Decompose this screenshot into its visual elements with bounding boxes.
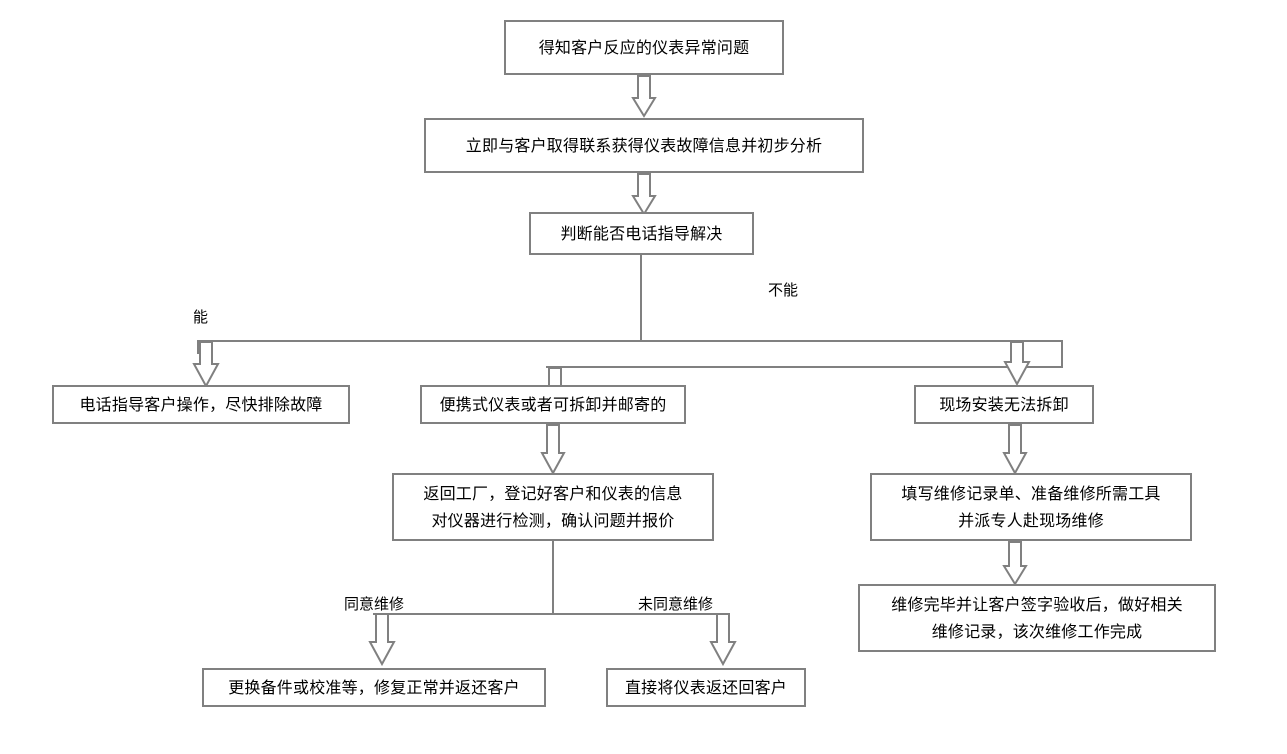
connector-left-branch-stem (197, 340, 199, 354)
node-factory-line2: 对仪器进行检测，确认问题并报价 (431, 511, 675, 530)
node-decision: 判断能否电话指导解决 (529, 212, 754, 255)
node-repair-form-line2: 并派专人赴现场维修 (958, 511, 1104, 530)
node-portable: 便携式仪表或者可拆卸并邮寄的 (420, 385, 686, 424)
arrow-portable-to-factory (540, 424, 566, 476)
arrow-start-to-contact (631, 75, 657, 118)
node-factory: 返回工厂，登记好客户和仪表的信息 对仪器进行检测，确认问题并报价 (392, 473, 714, 541)
node-onsite-line1: 现场安装无法拆卸 (939, 395, 1069, 414)
node-repair-form-line1: 填写维修记录单、准备维修所需工具 (901, 484, 1161, 503)
connector-factory-stem (552, 541, 554, 615)
node-phone-guide-line1: 电话指导客户操作，尽快排除故障 (79, 395, 323, 414)
connector-quote-bus (373, 613, 725, 615)
connector-main-bus (197, 340, 1063, 342)
node-repair-form: 填写维修记录单、准备维修所需工具 并派专人赴现场维修 (870, 473, 1192, 541)
arrow-to-onsite (1003, 341, 1031, 387)
connector-decision-stem (640, 255, 642, 342)
connector-right-branch-stem (1061, 340, 1063, 368)
arrow-repair-form-to-finish (1002, 541, 1028, 586)
arrow-onsite-to-repair-form (1002, 424, 1028, 476)
connector-secondary-bus (546, 366, 1063, 368)
node-finish-onsite: 维修完毕并让客户签字验收后，做好相关 维修记录，该次维修工作完成 (858, 584, 1216, 652)
node-contact: 立即与客户取得联系获得仪表故障信息并初步分析 (424, 118, 864, 173)
edge-label-disagree-repair: 未同意维修 (638, 595, 714, 613)
node-start-line1: 得知客户反应的仪表异常问题 (538, 38, 750, 57)
node-return-direct-line1: 直接将仪表返还回客户 (624, 678, 787, 697)
node-replace-parts-line1: 更换备件或校准等，修复正常并返还客户 (228, 678, 520, 697)
node-factory-line1: 返回工厂，登记好客户和仪表的信息 (423, 484, 683, 503)
arrow-to-phone-guide (192, 341, 220, 389)
edge-label-agree-repair: 同意维修 (344, 595, 405, 613)
node-start: 得知客户反应的仪表异常问题 (504, 20, 784, 75)
node-contact-line1: 立即与客户取得联系获得仪表故障信息并初步分析 (465, 136, 823, 155)
edge-label-cannot: 不能 (768, 281, 799, 299)
node-replace-parts: 更换备件或校准等，修复正常并返还客户 (202, 668, 546, 707)
node-finish-onsite-line2: 维修记录，该次维修工作完成 (931, 622, 1143, 641)
arrow-to-return-direct (709, 613, 737, 667)
edge-label-can: 能 (193, 308, 209, 326)
node-decision-line1: 判断能否电话指导解决 (560, 224, 723, 243)
node-return-direct: 直接将仪表返还回客户 (606, 668, 806, 707)
arrow-contact-to-decision (631, 173, 657, 216)
node-onsite: 现场安装无法拆卸 (914, 385, 1094, 424)
node-phone-guide: 电话指导客户操作，尽快排除故障 (52, 385, 350, 424)
node-finish-onsite-line1: 维修完毕并让客户签字验收后，做好相关 (891, 595, 1183, 614)
arrow-to-replace-parts (368, 613, 396, 667)
node-portable-line1: 便携式仪表或者可拆卸并邮寄的 (439, 395, 667, 414)
